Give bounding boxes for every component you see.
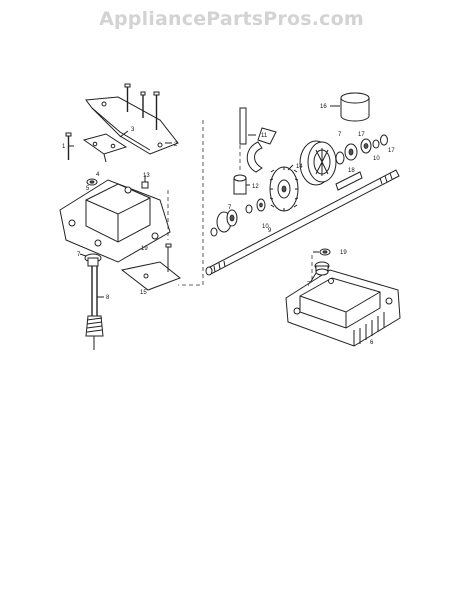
pinion-7-lower — [314, 261, 330, 276]
spacer-12 — [233, 174, 247, 195]
washer-19-mid — [256, 198, 266, 212]
washer-left — [86, 178, 98, 186]
small-plate — [82, 133, 128, 163]
clip-17-right — [380, 134, 388, 146]
callout-13: 13 — [143, 173, 150, 179]
plate-15 — [120, 243, 181, 291]
callout-10-mid: 10 — [262, 224, 269, 230]
hub-7-right — [335, 143, 358, 165]
washer-right — [360, 138, 380, 154]
callout-1: 1 — [62, 144, 66, 150]
clutch-drum — [299, 140, 337, 186]
gear-case-lower — [285, 269, 401, 347]
callout-11: 11 — [261, 133, 268, 139]
watermark: AppliancePartsPros.com — [99, 8, 364, 30]
worm-shaft — [84, 253, 104, 350]
callout-7-mid: 7 — [228, 205, 232, 211]
callout-15: 15 — [140, 290, 147, 296]
shift-fork — [239, 107, 277, 173]
bolt-mid — [140, 91, 146, 118]
screw-left — [65, 132, 72, 160]
callout-17-b: 17 — [388, 148, 395, 154]
callout-5: 5 — [86, 186, 90, 192]
nut-13 — [141, 175, 149, 189]
leader-lines — [69, 105, 340, 298]
callout-14: 14 — [296, 164, 303, 170]
callout-8: 8 — [106, 295, 110, 301]
washer-10-mid — [245, 204, 253, 214]
callout-7-left: 7 — [77, 252, 81, 258]
callout-6: 6 — [370, 340, 374, 346]
callout-18: 18 — [348, 168, 355, 174]
washer-19-lower — [319, 248, 331, 256]
bolt-top-left — [124, 83, 131, 112]
callout-17-a: 17 — [358, 132, 365, 138]
bolt-top-right — [153, 91, 160, 130]
bushing-7-left — [210, 209, 238, 237]
callout-19-mid: 19 — [141, 246, 148, 252]
callout-10-right: 10 — [373, 156, 380, 162]
callout-3: 3 — [131, 127, 135, 133]
callout-4: 4 — [96, 172, 100, 178]
top-bracket — [85, 96, 179, 155]
axle-shaft — [205, 169, 400, 276]
callout-19-lower: 19 — [340, 250, 347, 256]
callout-12: 12 — [252, 184, 259, 190]
callout-16: 16 — [320, 104, 327, 110]
axle-spacer — [335, 171, 363, 191]
gear-housing-upper — [59, 179, 171, 263]
callout-7-right: 7 — [338, 132, 342, 138]
callout-9: 9 — [268, 228, 272, 234]
sleeve-16 — [340, 92, 370, 122]
bevel-gear — [269, 166, 299, 212]
callout-7-lower: 7 — [307, 282, 311, 288]
callout-2: 2 — [174, 142, 178, 148]
